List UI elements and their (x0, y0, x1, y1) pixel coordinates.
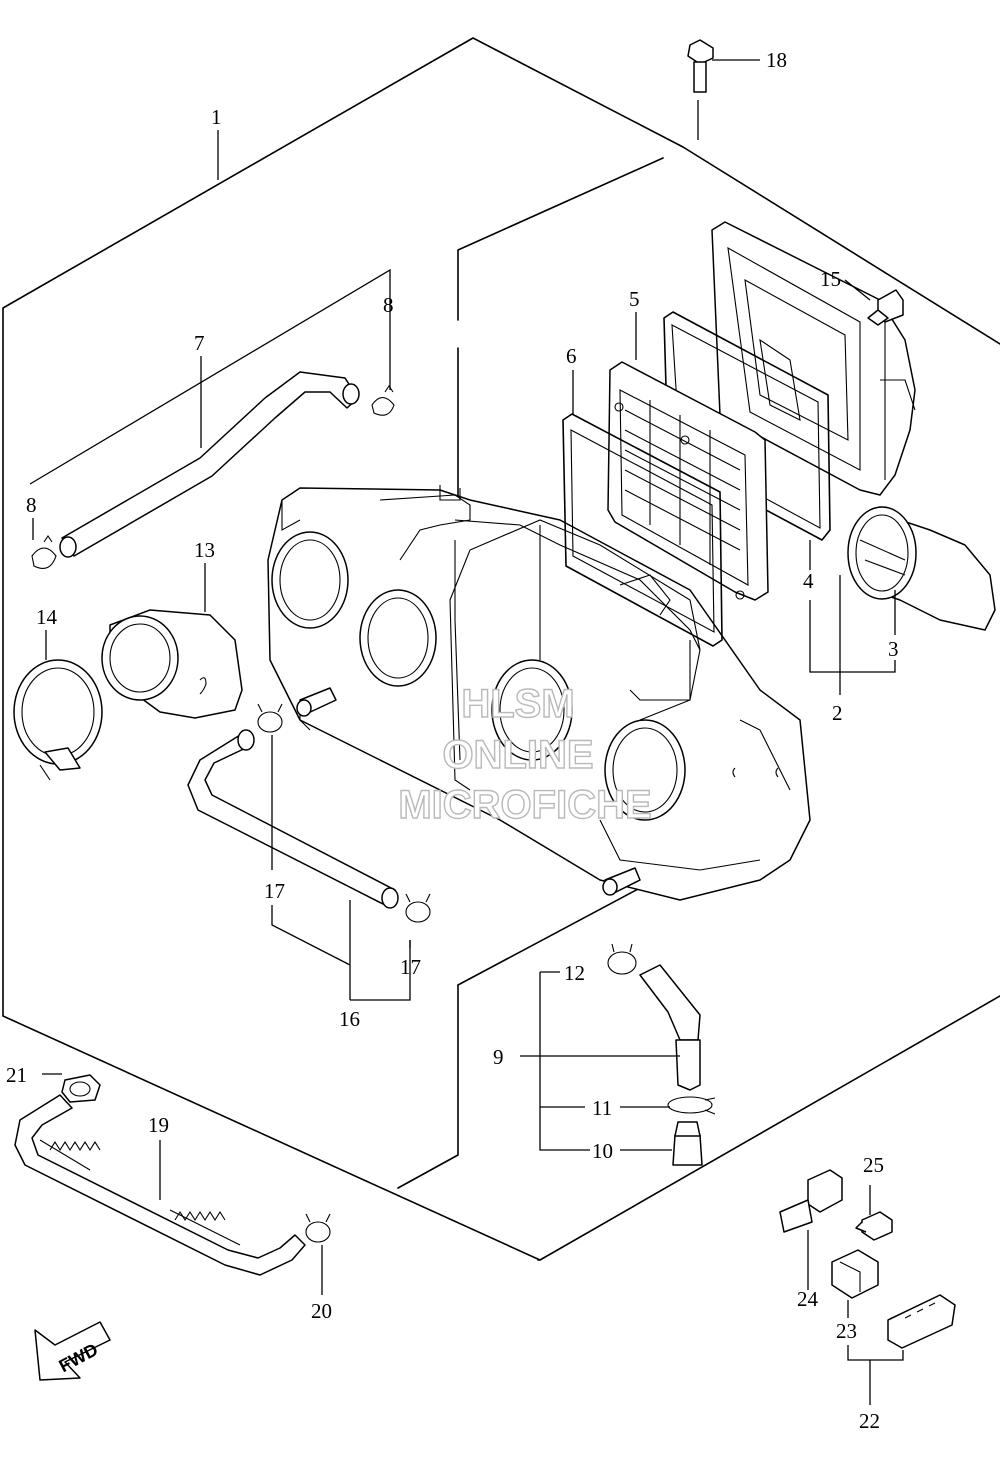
breather-hose-7 (59, 371, 360, 558)
air-cleaner-cover (711, 221, 916, 496)
watermark-line-1: HLSM (461, 682, 574, 726)
callout-8-lower: 8 (26, 493, 37, 517)
callout-20: 20 (311, 1299, 332, 1323)
callout-8-upper: 8 (383, 293, 394, 317)
element-seal (562, 413, 723, 647)
callout-17-left: 17 (264, 879, 285, 903)
hose-clamps (61, 1074, 331, 1243)
callout-22: 22 (859, 1409, 880, 1433)
callout-4: 4 (803, 569, 814, 593)
callout-18: 18 (766, 48, 787, 72)
callout-24: 24 (797, 1287, 819, 1311)
callout-10: 10 (592, 1139, 613, 1163)
intake-duct (847, 506, 996, 631)
drain-hose-16 (187, 729, 399, 909)
callout-23: 23 (836, 1319, 857, 1343)
callout-21: 21 (6, 1063, 27, 1087)
callout-16: 16 (339, 1007, 360, 1031)
air-cleaner-housing (267, 485, 811, 901)
callout-15: 15 (820, 267, 841, 291)
callout-1: 1 (211, 105, 222, 129)
cover-bolt (687, 39, 714, 93)
forward-direction-arrow: FWD (34, 1321, 111, 1381)
callout-6: 6 (566, 344, 577, 368)
cover-screw (867, 289, 904, 326)
boot-clamp (13, 659, 103, 781)
electrical-parts (779, 1169, 956, 1349)
drain-hose-assembly (607, 943, 716, 1166)
callout-12: 12 (564, 961, 585, 985)
callout-14: 14 (36, 605, 58, 629)
watermark-line-2: ONLINE (442, 733, 593, 777)
callout-25: 25 (863, 1153, 884, 1177)
clamp-8 (31, 385, 395, 569)
clamp-17 (257, 703, 431, 923)
leader-lines (29, 59, 904, 1405)
callout-9: 9 (493, 1045, 504, 1069)
callout-3: 3 (888, 637, 899, 661)
hose-19 (14, 1094, 306, 1276)
callout-19: 19 (148, 1113, 169, 1137)
watermark-line-3: MICROFICHE (398, 783, 651, 827)
watermark: HLSM ONLINE MICROFICHE (398, 681, 653, 827)
callout-13: 13 (194, 538, 215, 562)
air-filter-element (607, 361, 769, 601)
callout-11: 11 (592, 1096, 612, 1120)
callout-7: 7 (194, 331, 205, 355)
inlet-boot (101, 609, 243, 719)
callout-5: 5 (629, 287, 640, 311)
assembly-boundary-1 (2, 37, 1000, 1261)
callout-17-right: 17 (400, 955, 421, 979)
callout-2: 2 (832, 701, 843, 725)
callout-numbers: 1 2 3 4 5 6 7 8 8 9 10 11 12 13 14 15 16… (6, 48, 899, 1433)
